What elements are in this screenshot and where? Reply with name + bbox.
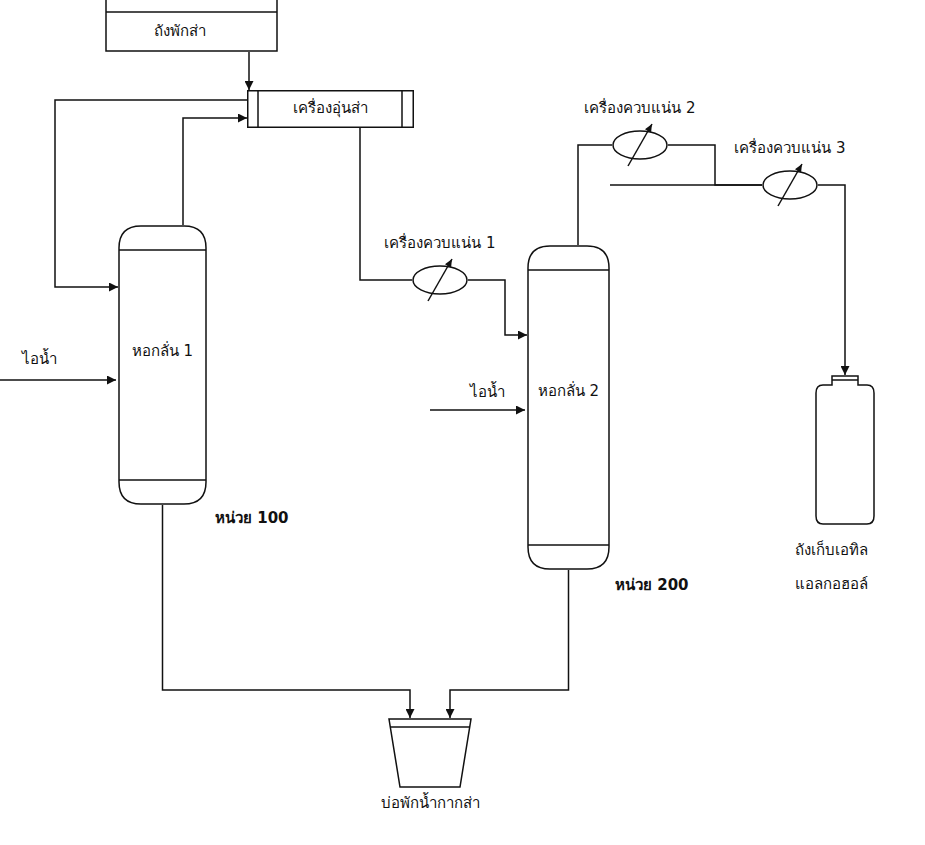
- condenser-label: เครื่องควบแน่น 3: [734, 139, 845, 159]
- unit-label: หน่วย 100: [215, 509, 289, 529]
- pipe-line: [468, 280, 527, 335]
- steam-label: ไอน้ำ: [470, 383, 505, 403]
- pipe-line: [360, 128, 412, 280]
- column-outline: [118, 225, 207, 505]
- condenser: เครื่องควบแน่น 1: [412, 265, 468, 295]
- basin-outline: [388, 718, 472, 788]
- pipe-line: [55, 100, 247, 287]
- steam-line: [430, 409, 525, 411]
- ethanol-tank: ถังเก็บเอทิล แอลกอฮอล์: [815, 375, 875, 525]
- column-label: หอกลั่น 1: [132, 338, 194, 364]
- pipe-line: [163, 505, 411, 718]
- steam-line: [0, 379, 116, 381]
- pipe-line: [183, 118, 247, 225]
- heater-label: เครื่องอุ่นส่า: [259, 90, 402, 128]
- column-outline: [527, 245, 610, 570]
- tank-label: ถังพักส่า: [105, 12, 254, 52]
- pipe-line: [818, 185, 845, 375]
- distillation-column: หอกลั่น 2: [527, 245, 610, 570]
- holding-tank: ถังพักส่า: [105, 0, 278, 52]
- pond-label: บ่อพักน้ำกากส่า: [381, 794, 480, 814]
- condenser: เครื่องควบแน่น 2: [612, 130, 668, 160]
- pipe-line: [450, 570, 569, 718]
- steam-label: ไอน้ำ: [22, 350, 57, 370]
- pipe-line: [610, 184, 762, 186]
- mash-heater: เครื่องอุ่นส่า: [247, 90, 414, 128]
- column-label: หอกลั่น 2: [538, 378, 600, 404]
- condenser: เครื่องควบแน่น 3: [762, 170, 818, 200]
- pipe-line: [248, 52, 250, 90]
- tank-label: ถังเก็บเอทิล แอลกอฮอล์: [795, 533, 905, 601]
- cond-outline: [762, 170, 818, 200]
- distillation-column: หอกลั่น 1: [118, 225, 207, 505]
- cond-outline: [612, 130, 668, 160]
- pipe-line: [578, 145, 612, 245]
- condenser-label: เครื่องควบแน่น 1: [384, 234, 495, 254]
- unit-label: หน่วย 200: [615, 576, 689, 596]
- cond-outline: [412, 265, 468, 295]
- residue-pond: บ่อพักน้ำกากส่า: [388, 718, 472, 788]
- condenser-label: เครื่องควบแน่น 2: [584, 99, 695, 119]
- bottle-outline: [815, 375, 875, 525]
